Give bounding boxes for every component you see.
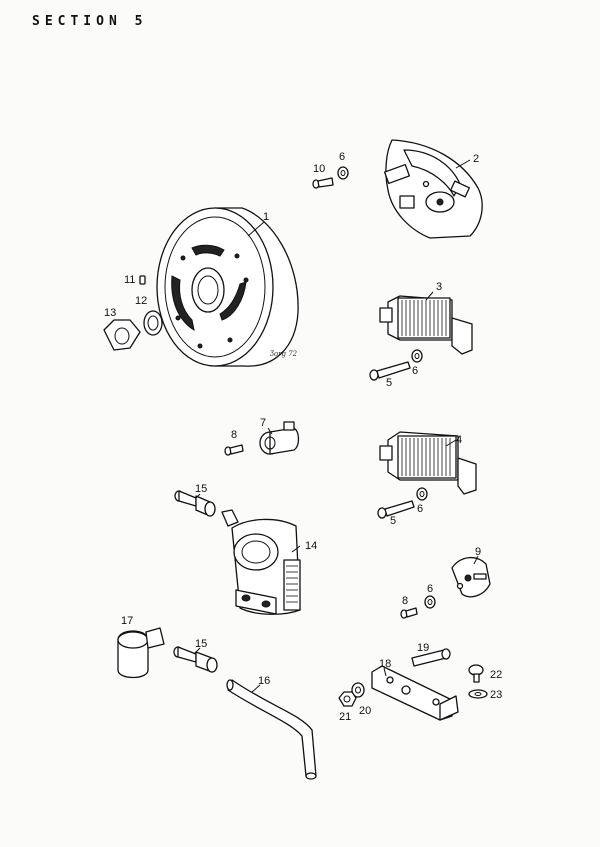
part-label-12: 12 (135, 295, 147, 307)
part-label-8-upper: 8 (231, 429, 237, 441)
part-pin-11 (139, 275, 146, 285)
part-stator-plate (383, 139, 483, 239)
part-label-4: 4 (456, 434, 462, 446)
part-label-8-lower: 8 (402, 595, 408, 607)
part-connector-15-lower (173, 646, 218, 673)
part-washer-12 (143, 310, 163, 336)
part-bolt-19 (411, 648, 451, 667)
part-coil-3 (379, 295, 473, 355)
part-washer-6-lower-2 (424, 595, 436, 609)
part-label-11: 11 (124, 274, 135, 286)
part-label-6-upper: 6 (412, 365, 418, 377)
section-title: SECTION 5 (32, 14, 148, 29)
part-plug-cap-17 (117, 627, 165, 679)
part-label-3: 3 (436, 281, 442, 293)
part-label-23: 23 (490, 689, 502, 701)
part-label-19: 19 (417, 642, 429, 654)
part-breaker-points-9 (451, 557, 491, 598)
part-label-18: 18 (379, 658, 391, 670)
part-label-20: 20 (359, 705, 371, 717)
part-label-5-upper: 5 (386, 377, 392, 389)
part-label-6-bottom: 6 (427, 583, 433, 595)
part-washer-20 (351, 682, 365, 698)
leader-lines (193, 159, 479, 693)
part-washer-6-top (337, 166, 349, 180)
part-nut-13 (103, 319, 141, 351)
part-washer-23 (468, 689, 488, 699)
part-labels: 1 2 3 4 5 5 6 6 6 6 7 8 8 9 10 11 12 13 … (104, 151, 502, 723)
part-label-10: 10 (313, 163, 325, 175)
part-label-9: 9 (475, 546, 481, 558)
part-ht-lead-16 (226, 679, 317, 780)
part-screw-10 (312, 177, 334, 189)
part-flywheel-rotor (156, 207, 299, 367)
part-ht-coil-14 (221, 509, 301, 615)
part-label-14: 14 (305, 540, 317, 552)
part-nut-21 (338, 691, 357, 707)
part-label-5-lower: 5 (390, 515, 396, 527)
part-connector-15-upper (174, 490, 216, 517)
part-label-15-lower: 15 (195, 638, 207, 650)
part-label-7: 7 (260, 417, 266, 429)
part-label-21: 21 (339, 711, 351, 723)
artist-signature: Ʒorg 72 (269, 350, 298, 358)
part-label-2: 2 (473, 153, 479, 165)
part-label-13: 13 (104, 307, 116, 319)
part-label-1: 1 (263, 211, 269, 223)
part-label-22: 22 (490, 669, 502, 681)
part-screw-5-lower (377, 500, 415, 519)
part-screw-8-upper (224, 444, 244, 456)
part-condenser-7 (259, 421, 300, 455)
part-bracket-18 (371, 665, 459, 721)
part-screw-5-upper (369, 361, 411, 381)
part-label-6-lower: 6 (417, 503, 423, 515)
part-washer-6-upper (411, 349, 423, 363)
part-screw-8-lower (400, 607, 418, 619)
part-label-15-upper: 15 (195, 483, 207, 495)
part-washer-6-lower (416, 487, 428, 501)
part-coil-4 (379, 431, 477, 495)
part-label-6-top: 6 (339, 151, 345, 163)
part-label-17: 17 (121, 615, 133, 627)
part-label-16: 16 (258, 675, 270, 687)
part-screw-22 (468, 664, 484, 683)
